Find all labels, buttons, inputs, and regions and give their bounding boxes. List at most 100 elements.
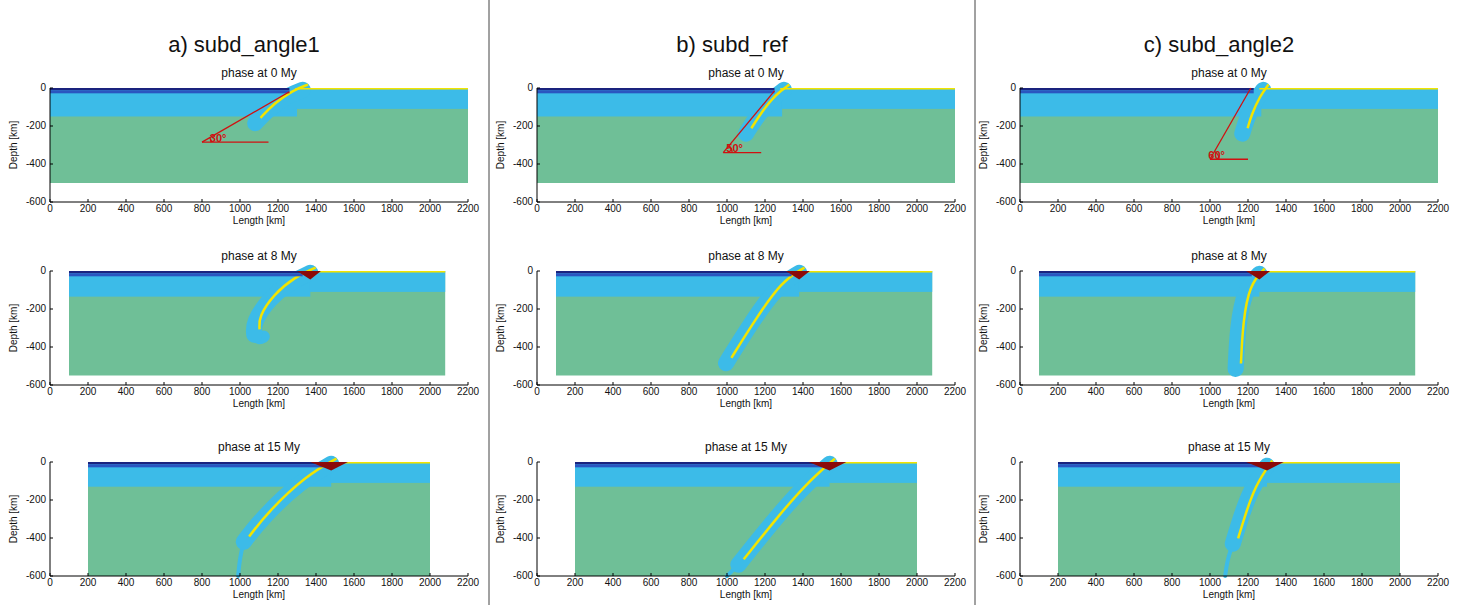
x-tick — [1324, 199, 1325, 202]
oceanic-crust — [1265, 462, 1400, 464]
tick-label: 800 — [194, 578, 211, 588]
x-tick — [430, 573, 431, 576]
tick-label: 2200 — [457, 204, 479, 214]
tick-label: 1800 — [868, 578, 890, 588]
x-axis — [50, 385, 468, 386]
tick-label: 1600 — [830, 578, 852, 588]
panel-title: phase at 8 My — [708, 250, 783, 262]
y-tick — [537, 462, 540, 463]
tick-label: -400 — [513, 342, 533, 352]
accretionary-wedge — [297, 271, 321, 280]
oceanic-crust — [308, 271, 445, 273]
tick-label: -400 — [26, 159, 46, 169]
y-tick — [537, 347, 540, 348]
tick-label: 1000 — [229, 387, 251, 397]
x-tick — [1324, 382, 1325, 385]
tick-label: 1800 — [868, 204, 890, 214]
y-tick — [1020, 538, 1023, 539]
axis-label: Length [km] — [233, 590, 285, 600]
tick-label: 1200 — [1237, 578, 1259, 588]
oceanic-lithosphere — [1260, 88, 1438, 109]
axis-label: Depth [km] — [496, 121, 506, 169]
x-tick — [1172, 199, 1173, 202]
x-tick — [1058, 199, 1059, 202]
y-tick — [1020, 88, 1023, 89]
lower-crust — [575, 464, 822, 467]
x-tick — [468, 199, 469, 202]
model-panel — [1020, 269, 1438, 385]
y-tick — [50, 462, 53, 463]
x-tick — [1058, 573, 1059, 576]
x-tick — [430, 199, 431, 202]
lower-crust — [537, 90, 775, 93]
tick-label: -200 — [26, 121, 46, 131]
x-tick — [202, 382, 203, 385]
tick-label: 0 — [527, 457, 533, 467]
x-tick — [202, 199, 203, 202]
tick-label: 1800 — [381, 204, 403, 214]
x-tick — [689, 382, 690, 385]
panel-title: phase at 0 My — [708, 67, 783, 79]
oceanic-crust — [797, 271, 932, 273]
x-tick — [1324, 573, 1325, 576]
lower-crust — [50, 90, 289, 93]
y-tick — [1020, 385, 1023, 386]
tick-label: 600 — [1126, 387, 1143, 397]
x-tick — [1362, 573, 1363, 576]
overriding-lithosphere — [1039, 271, 1259, 297]
x-tick — [1400, 573, 1401, 576]
x-tick — [164, 382, 165, 385]
tick-label: 1800 — [1351, 204, 1373, 214]
x-tick — [765, 199, 766, 202]
x-tick — [164, 199, 165, 202]
axis-label: Depth [km] — [979, 304, 989, 352]
tick-label: 600 — [156, 387, 173, 397]
mantle-region — [556, 271, 932, 376]
angle-label: 60° — [1208, 149, 1225, 160]
y-tick — [537, 538, 540, 539]
tick-label: 1400 — [305, 387, 327, 397]
y-tick — [50, 538, 53, 539]
y-tick — [537, 576, 540, 577]
x-tick — [354, 573, 355, 576]
x-tick — [727, 382, 728, 385]
slab-crust — [1238, 460, 1272, 538]
x-axis — [537, 385, 955, 386]
tick-label: 1400 — [305, 204, 327, 214]
oceanic-lithosphere — [798, 271, 932, 292]
mantle-region — [88, 462, 430, 576]
tick-label: 800 — [681, 387, 698, 397]
x-tick — [879, 382, 880, 385]
accretionary-wedge — [1246, 462, 1284, 471]
x-tick — [1096, 382, 1097, 385]
x-tick — [651, 199, 652, 202]
tick-label: 1600 — [830, 387, 852, 397]
y-axis — [1020, 88, 1021, 202]
tick-label: -600 — [513, 571, 533, 581]
tick-label: 0 — [40, 457, 46, 467]
tick-label: 200 — [1050, 204, 1067, 214]
tick-label: 0 — [47, 578, 53, 588]
x-tick — [1438, 382, 1439, 385]
axis-label: Length [km] — [233, 216, 285, 226]
subducting-slab — [244, 464, 331, 542]
x-tick — [575, 199, 576, 202]
x-tick — [613, 199, 614, 202]
x-tick — [240, 573, 241, 576]
y-tick — [1020, 309, 1023, 310]
overriding-lithosphere — [1058, 462, 1267, 487]
x-tick — [955, 573, 956, 576]
mantle-region — [69, 271, 445, 376]
tick-label: 600 — [1126, 578, 1143, 588]
oceanic-lithosphere — [1266, 462, 1400, 483]
accretionary-wedge — [310, 462, 348, 471]
tick-label: -600 — [513, 197, 533, 207]
tick-label: 2000 — [906, 204, 928, 214]
x-tick — [354, 382, 355, 385]
tick-label: -600 — [996, 571, 1016, 581]
tick-label: 400 — [118, 578, 135, 588]
panel-title: phase at 15 My — [218, 441, 300, 453]
y-tick — [50, 347, 53, 348]
tick-label: 2200 — [944, 387, 966, 397]
upper-crust — [556, 271, 792, 273]
